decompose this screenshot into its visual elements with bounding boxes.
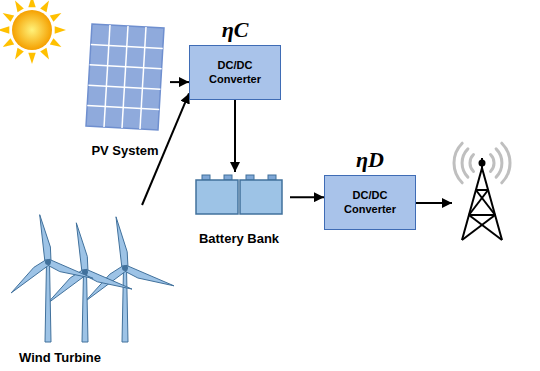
signal-arc xyxy=(470,155,474,172)
tower-lattice xyxy=(462,158,502,240)
signal-arc xyxy=(462,149,468,177)
turbine-blade xyxy=(47,259,93,278)
tower-brace xyxy=(469,215,502,240)
grid-line xyxy=(88,85,160,89)
turbine-blade xyxy=(40,215,51,263)
signal-arc xyxy=(502,143,510,183)
turbine-pole xyxy=(45,262,51,342)
grid-line xyxy=(140,27,146,129)
turbine-hub xyxy=(122,265,128,271)
battery-bank: Battery Bank xyxy=(188,172,290,246)
wind-turbine-icon xyxy=(11,215,174,342)
tower-brace xyxy=(469,214,495,216)
flow-arrow xyxy=(170,81,189,83)
tower-brace xyxy=(476,189,488,191)
efficiency-label: ηC xyxy=(189,14,281,45)
signal-arc xyxy=(496,149,502,177)
sun-ray xyxy=(28,53,35,64)
tower-leg xyxy=(482,168,502,240)
sun-ray xyxy=(40,48,49,60)
sun-ray xyxy=(0,26,9,33)
component-label: Wind Turbine xyxy=(19,350,101,365)
turbine-pole xyxy=(82,272,88,342)
turbine-blade xyxy=(11,260,50,293)
sun-ray xyxy=(15,48,24,60)
turbine-pole xyxy=(122,268,128,342)
converter-outline: DC/DC Converter xyxy=(324,175,416,230)
component-label: PV System xyxy=(91,143,158,158)
efficiency-label: ηD xyxy=(324,144,416,175)
wind-turbine: Wind Turbine xyxy=(5,205,183,365)
signal-arc xyxy=(491,155,495,172)
grid-line xyxy=(90,65,162,69)
sun-ray xyxy=(15,1,24,13)
tower-brace xyxy=(469,190,488,215)
box-label: DC/DC Converter xyxy=(194,59,276,87)
panel-body xyxy=(86,24,164,130)
output-arrow xyxy=(411,202,452,204)
signal-waves xyxy=(454,143,510,183)
sun-ray xyxy=(55,26,66,33)
flow-arrow xyxy=(290,196,324,198)
tower-leg xyxy=(462,168,482,240)
tower-icon xyxy=(454,143,510,240)
grid-line xyxy=(122,26,128,128)
sun-ray xyxy=(50,13,62,22)
signal-arc xyxy=(454,143,462,183)
sun-ray xyxy=(50,38,62,47)
sun-icon xyxy=(0,0,66,64)
pv-system: PV System xyxy=(80,20,170,158)
grid-line xyxy=(91,44,163,48)
converter-box: ηD DC/DC Converter xyxy=(324,144,416,230)
turbine xyxy=(11,215,93,342)
panel-grid xyxy=(87,25,163,129)
sun-ray xyxy=(3,38,15,47)
sun-ray xyxy=(3,13,15,22)
grid-line xyxy=(104,25,110,127)
tower-top xyxy=(479,160,486,167)
turbine-blade xyxy=(76,223,88,273)
turbine xyxy=(47,223,132,342)
turbine-blade xyxy=(116,217,128,269)
flow-arrow xyxy=(234,100,236,172)
converter-outline: DC/DC Converter xyxy=(189,45,281,100)
box-label: DC/DC Converter xyxy=(329,189,411,217)
grid-line xyxy=(87,106,159,110)
battery-cell xyxy=(196,180,238,214)
converter-box: ηC DC/DC Converter xyxy=(189,14,281,100)
component-label: Battery Bank xyxy=(199,231,279,246)
tower-brace xyxy=(462,215,495,240)
turbine-blade xyxy=(84,269,132,289)
solar-panel xyxy=(86,24,164,130)
turbine-blade xyxy=(124,265,174,286)
turbine-hub xyxy=(45,259,51,265)
battery-cell xyxy=(240,180,282,214)
sun-disc xyxy=(12,10,52,50)
sun-ray xyxy=(40,1,49,13)
sun-ray xyxy=(28,0,35,7)
battery-icon xyxy=(196,175,282,214)
